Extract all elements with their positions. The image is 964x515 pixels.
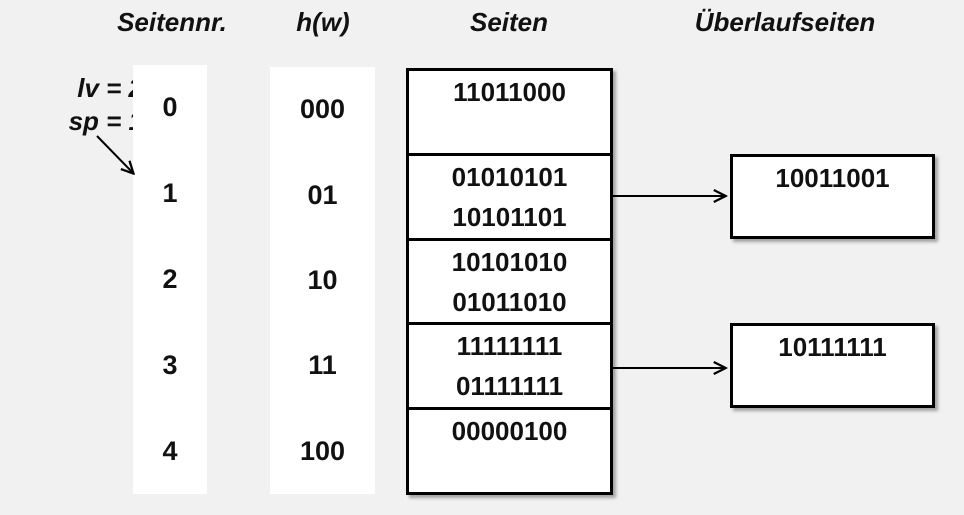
- page-entry: 10101101: [452, 201, 567, 232]
- pages-box: 11011000 01010101 10101101 10101010 0101…: [406, 68, 613, 495]
- hw-column: 000 01 10 11 100: [270, 67, 375, 494]
- state-annotation: lv = 2 sp = 1: [13, 72, 143, 138]
- page-entry: 01111111: [455, 371, 564, 402]
- split-pointer-arrow-icon: [96, 135, 133, 173]
- page-row-1: 01010101 10101101: [409, 156, 610, 241]
- page-entry: 10101010: [451, 246, 568, 277]
- hw-cell: 11: [308, 350, 337, 381]
- page-entry: 11011000: [453, 77, 566, 107]
- page-entry: 11111111: [456, 331, 563, 362]
- overflow-page-row-3: 10111111: [730, 323, 935, 408]
- page-row-2: 10101010 01011010: [409, 241, 610, 326]
- page-entry: 01010101: [451, 161, 568, 192]
- seitennr-cell: 2: [162, 263, 178, 294]
- page-entry: 01011010: [452, 286, 567, 317]
- page-entry: 00000100: [451, 416, 568, 447]
- hw-cell: 10: [307, 265, 338, 296]
- header-ueberlaufseiten: Überlaufseiten: [694, 7, 876, 37]
- overflow-entry: 10111111: [778, 332, 887, 362]
- header-seitennr: Seitennr.: [117, 7, 227, 37]
- overflow-page-row-1: 10011001: [730, 154, 935, 239]
- seitennr-cell: 0: [162, 92, 178, 123]
- seitennr-cell: 3: [162, 349, 178, 380]
- split-pointer-value: sp = 1: [68, 106, 143, 136]
- level-value: lv = 2: [77, 73, 143, 103]
- seitennr-column: 0 1 2 3 4: [133, 65, 207, 494]
- page-row-0: 11011000: [409, 71, 610, 156]
- hw-cell: 000: [299, 94, 346, 125]
- header-hw: h(w): [296, 7, 350, 37]
- seitennr-cell: 1: [162, 178, 178, 209]
- page-row-3: 11111111 01111111: [409, 325, 610, 411]
- page-row-4: 00000100: [409, 410, 610, 492]
- hw-cell: 100: [299, 435, 346, 466]
- hw-cell: 01: [307, 179, 338, 210]
- seitennr-cell: 4: [162, 435, 178, 466]
- header-seiten: Seiten: [469, 7, 549, 37]
- overflow-entry: 10011001: [775, 163, 890, 193]
